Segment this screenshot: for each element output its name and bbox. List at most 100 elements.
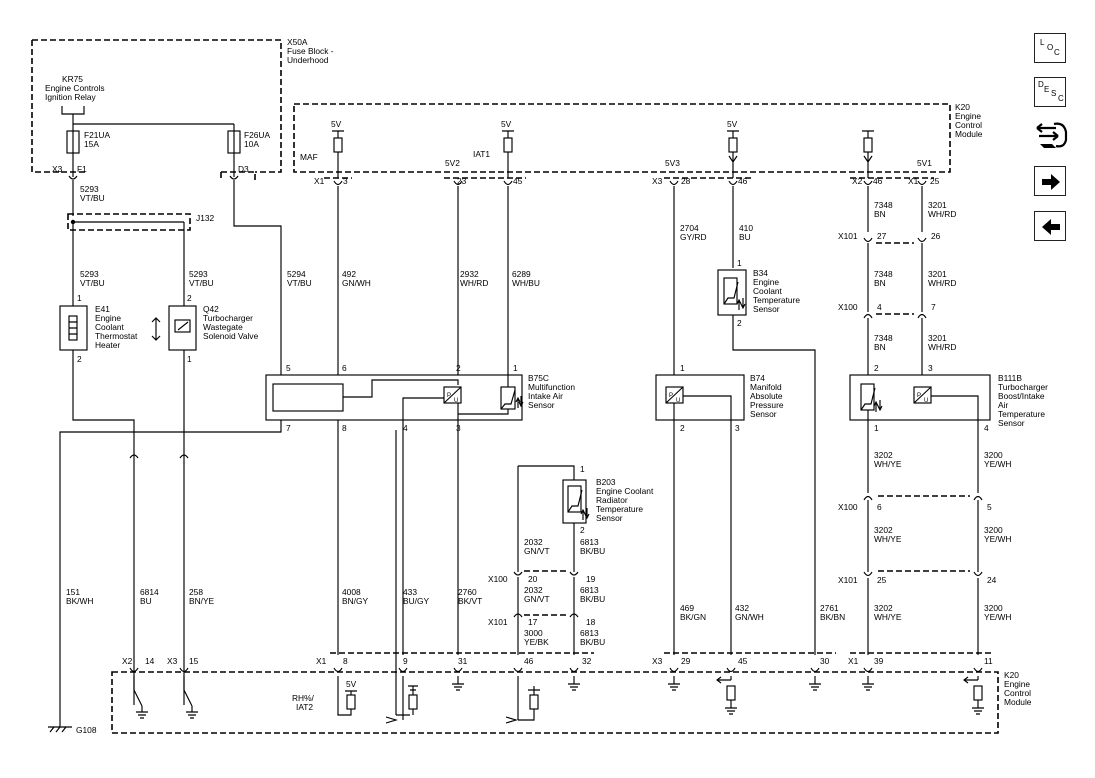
q42-label-1: Q42: [203, 304, 219, 314]
q42-pin-2: 2: [187, 293, 192, 303]
x50a-label-1: X50A: [287, 37, 308, 47]
b75c-pin-1: 1: [513, 363, 518, 373]
wire-7348-a-label-1: 7348: [874, 200, 893, 210]
k20-top-module: K20 Engine Control Module 5V MAF 5V2 IAT…: [293, 102, 983, 186]
x1-bottom-b-connector: X1: [848, 656, 859, 666]
wire-2761-label-2: BK/BN: [820, 612, 845, 622]
loc-letter-o: O: [1047, 43, 1054, 52]
wire-5293-b-label-1: 5293: [80, 269, 99, 279]
pin-top-28: 28: [681, 176, 691, 186]
wire-7348-b-label-2: BN: [874, 278, 886, 288]
wire-2932-label-1: 2932: [460, 269, 479, 279]
b111b-pin-2: 2: [874, 363, 879, 373]
desc-button[interactable]: D E S C: [1034, 77, 1066, 107]
wire-3201-a-label-1: 3201: [928, 200, 947, 210]
wire-3200-b-label-2: YE/WH: [984, 534, 1011, 544]
wire-433-label-1: 433: [403, 587, 417, 597]
wire-3200-b-label-1: 3200: [984, 525, 1003, 535]
wire-5293-label-2: VT/BU: [80, 193, 105, 203]
maf-signal: MAF: [300, 152, 318, 162]
b74-label-5: Sensor: [750, 409, 777, 419]
pin-bot-8: 8: [343, 656, 348, 666]
pin-bot-31: 31: [458, 656, 468, 666]
b74-pin-1: 1: [680, 363, 685, 373]
f26ua-label-2: 10A: [244, 139, 259, 149]
b75c-wiring: 492 GN/WH 2932 WH/RD 6289 WH/BU: [337, 186, 540, 385]
v5v3-signal: 5V3: [665, 158, 680, 168]
b75c-pin-7: 7: [286, 423, 291, 433]
loc-letter-l: L: [1040, 38, 1045, 47]
wire-6813-label-2: BK/BU: [580, 546, 605, 556]
b203-label-4: Temperature: [596, 504, 643, 514]
b75c-pin-2: 2: [456, 363, 461, 373]
next-page-button[interactable]: [1034, 166, 1066, 196]
wire-7348-b-label-1: 7348: [874, 269, 893, 279]
wire-469-label-2: BK/GN: [680, 612, 706, 622]
b75c-label-2: Multifunction: [528, 382, 575, 392]
wire-258-label-1: 258: [189, 587, 203, 597]
rh-iat2-signal-2: IAT2: [296, 702, 313, 712]
b74-pin-3: 3: [735, 423, 740, 433]
b203-label-1: B203: [596, 477, 616, 487]
b203-pin-1: 1: [580, 464, 585, 474]
wire-4008-label-1: 4008: [342, 587, 361, 597]
b34-pin-2: 2: [737, 318, 742, 328]
wire-5293-b-label-2: VT/BU: [80, 278, 105, 288]
x50a-label-3: Underhood: [287, 55, 329, 65]
wire-6813-b-label-1: 6813: [580, 585, 599, 595]
wire-469-label-1: 469: [680, 603, 694, 613]
wire-6813-c-label-2: BK/BU: [580, 637, 605, 647]
d3-pin: D3: [238, 164, 249, 174]
k20-bottom-label-2: Engine: [1004, 679, 1030, 689]
b111b-pin-1: 1: [874, 423, 879, 433]
b34-label-4: Temperature: [753, 295, 800, 305]
b74-label-4: Pressure: [750, 400, 784, 410]
wire-5293-c-label-2: VT/BU: [189, 278, 214, 288]
wire-2760-label-2: BK/VT: [458, 596, 482, 606]
loc-letter-c: C: [1054, 48, 1060, 57]
loc-button[interactable]: L O C: [1034, 33, 1066, 63]
b111b-label-5: Temperature: [998, 409, 1045, 419]
wire-410-label-1: 410: [739, 223, 753, 233]
b75c-label-1: B75C: [528, 373, 549, 383]
k20-bottom-module: K20 Engine Control Module X2 14 X3 15 X1…: [111, 652, 1032, 734]
x101-pin-18: 18: [586, 617, 596, 627]
prev-page-button[interactable]: [1034, 211, 1066, 241]
b111b-pin-4: 4: [984, 423, 989, 433]
pin-top-25: 25: [930, 176, 940, 186]
kr75-label-3: Ignition Relay: [45, 92, 97, 102]
b75c-pin-8: 8: [342, 423, 347, 433]
x1-top-connector: X1: [314, 176, 325, 186]
b74-label-3: Absolute: [750, 391, 783, 401]
wire-2032-label-1: 2032: [524, 537, 543, 547]
wire-3200-c-label-2: YE/WH: [984, 612, 1011, 622]
e41-label-3: Coolant: [95, 322, 125, 332]
x2-bottom-connector: X2: [122, 656, 133, 666]
b34-label-5: Sensor: [753, 304, 780, 314]
b34-label-1: B34: [753, 268, 768, 278]
desc-letter-s: S: [1051, 89, 1057, 98]
b74-label-2: Manifold: [750, 382, 782, 392]
wire-432-label-2: GN/WH: [735, 612, 764, 622]
wire-6813-b-label-2: BK/BU: [580, 594, 605, 604]
connector-icon-button[interactable]: [1034, 118, 1068, 154]
b75c-label-4: Sensor: [528, 400, 555, 410]
wire-4008-label-2: BN/GY: [342, 596, 368, 606]
pin-top-3: 3: [343, 176, 348, 186]
wire-2760-label-1: 2760: [458, 587, 477, 597]
e41-label-1: E41: [95, 304, 110, 314]
wire-7348-c-label-2: BN: [874, 342, 886, 352]
wire-7348-c-label-1: 7348: [874, 333, 893, 343]
x100-pin-4: 4: [877, 302, 882, 312]
svg-text:P: P: [447, 393, 451, 399]
e41-pin-2: 2: [77, 354, 82, 364]
b111b-label-6: Sensor: [998, 418, 1025, 428]
b111b-label-2: Turbocharger: [998, 382, 1048, 392]
x3-fuse-connector: X3: [52, 164, 63, 174]
g108-label: G108: [76, 725, 97, 735]
pin-bot-45: 45: [738, 656, 748, 666]
b75c-label-3: Intake Air: [528, 391, 563, 401]
wire-2704-label-2: GY/RD: [680, 232, 707, 242]
pin-top-46a: 46: [738, 176, 748, 186]
b203-label-2: Engine Coolant: [596, 486, 654, 496]
